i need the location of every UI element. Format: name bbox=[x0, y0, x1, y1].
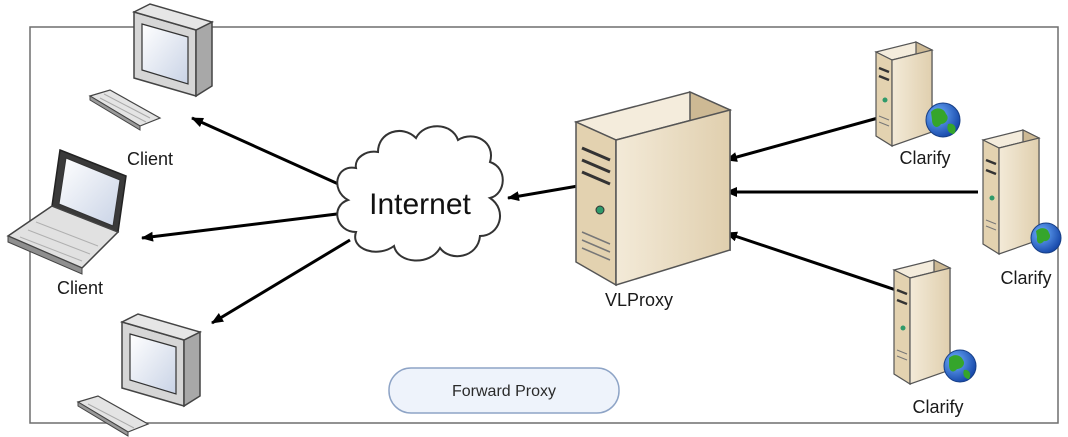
arrow-server-1-to-proxy bbox=[725, 116, 879, 162]
globe-icon bbox=[943, 349, 977, 383]
clarify-server-3-icon bbox=[892, 259, 952, 386]
arrow-internet-to-client-1 bbox=[191, 116, 346, 189]
arrow-server-3-to-proxy bbox=[725, 231, 897, 292]
clarify-label-2: Clarify bbox=[1000, 268, 1051, 288]
clarify-server-2-icon bbox=[981, 129, 1041, 256]
client-label-1: Client bbox=[127, 149, 173, 169]
forward-proxy-label: Forward Proxy bbox=[452, 383, 556, 400]
arrow-proxy-to-internet bbox=[507, 184, 579, 202]
proxy-server-icon bbox=[573, 90, 733, 287]
globe-icon bbox=[925, 102, 961, 138]
desktop-computer-icon bbox=[88, 3, 215, 131]
internet-cloud-icon bbox=[336, 125, 504, 262]
client-label-2: Client bbox=[57, 278, 103, 298]
arrow-internet-to-client-3 bbox=[211, 238, 351, 325]
desktop-computer-icon bbox=[76, 313, 203, 437]
clarify-label-3: Clarify bbox=[912, 397, 963, 417]
arrow-internet-to-client-2 bbox=[141, 211, 346, 242]
internet-label: Internet bbox=[369, 188, 471, 221]
globe-icon bbox=[1030, 222, 1062, 254]
clarify-server-1-icon bbox=[874, 41, 934, 148]
proxy-label: VLProxy bbox=[605, 290, 673, 310]
forward-proxy-badge bbox=[388, 367, 620, 414]
laptop-icon bbox=[6, 148, 127, 275]
clarify-label-1: Clarify bbox=[899, 148, 950, 168]
